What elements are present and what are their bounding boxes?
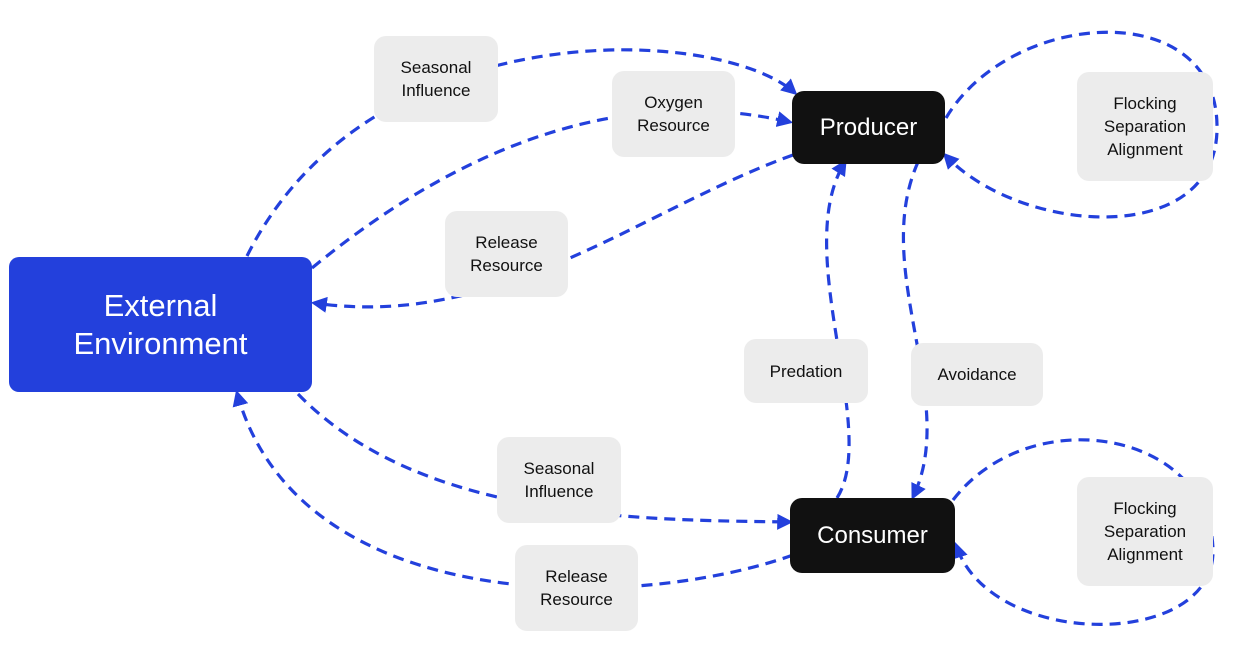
- edge-label-seasonal-influence-top: Seasonal Influence: [374, 36, 498, 122]
- edge-label-release-resource-top: Release Resource: [445, 211, 568, 297]
- producer-label: Producer: [819, 113, 918, 141]
- edge-label-avoidance: Avoidance: [911, 343, 1043, 406]
- edge-env-to-consumer-seasonal: [296, 392, 794, 530]
- edge-env-to-producer-seasonal: [245, 48, 798, 257]
- producer-node[interactable]: Producer: [792, 91, 945, 164]
- edge-consumer-self-loop: [951, 438, 1215, 626]
- edge-label-flocking-top: Flocking Separation Alignment: [1077, 72, 1213, 181]
- edge-producer-to-consumer-avoidance: [901, 161, 929, 500]
- consumer-label: Consumer: [817, 521, 928, 549]
- edge-producer-to-env-release: [310, 153, 794, 313]
- edge-consumer-to-env-release: [232, 389, 794, 590]
- edge-producer-self-loop: [942, 30, 1219, 219]
- edge-label-predation: Predation: [744, 339, 868, 403]
- edge-label-release-resource-bottom: Release Resource: [515, 545, 638, 631]
- edge-label-flocking-bottom: Flocking Separation Alignment: [1077, 477, 1213, 586]
- edge-consumer-to-producer-predation: [824, 159, 851, 499]
- external-environment-node[interactable]: External Environment: [9, 257, 312, 392]
- edge-label-oxygen-resource: Oxygen Resource: [612, 71, 735, 157]
- consumer-node[interactable]: Consumer: [790, 498, 955, 573]
- edge-label-seasonal-influence-bottom: Seasonal Influence: [497, 437, 621, 523]
- external-environment-label: External Environment: [73, 287, 248, 361]
